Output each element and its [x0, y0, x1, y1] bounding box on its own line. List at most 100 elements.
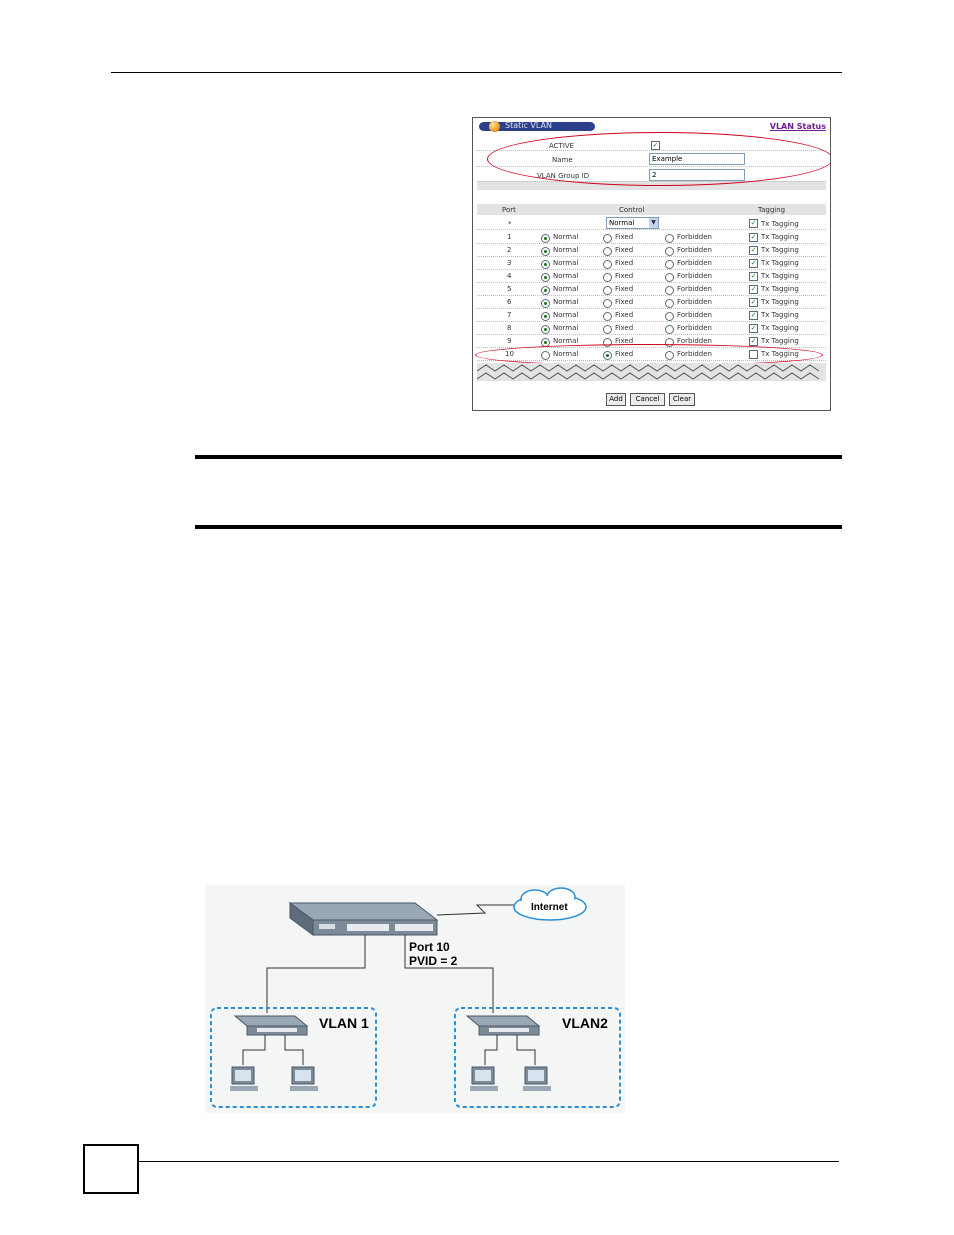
normal-radio[interactable]: [541, 260, 550, 269]
port-cell: 9: [507, 337, 512, 345]
fixed-radio[interactable]: [603, 260, 612, 269]
vlan-status-link[interactable]: VLAN Status: [769, 122, 826, 131]
vlan1-label: VLAN 1: [319, 1015, 369, 1031]
normal-label: Normal: [553, 298, 579, 306]
fixed-radio[interactable]: [603, 273, 612, 282]
fixed-radio[interactable]: [603, 325, 612, 334]
forbidden-radio[interactable]: [665, 286, 674, 295]
forbidden-label: Forbidden: [677, 233, 712, 241]
panel-title-bar: Static VLAN: [479, 121, 595, 132]
tagging-label: Tx Tagging: [761, 233, 799, 241]
table-row: [477, 322, 826, 335]
tagging-checkbox[interactable]: ✓: [749, 233, 758, 242]
normal-radio[interactable]: [541, 273, 550, 282]
forbidden-radio[interactable]: [665, 325, 674, 334]
tagging-label: Tx Tagging: [761, 337, 799, 345]
note-bottom-rule: [195, 525, 842, 529]
tagging-checkbox[interactable]: ✓: [749, 298, 758, 307]
pc-icon: [230, 1066, 258, 1091]
forbidden-radio[interactable]: [665, 312, 674, 321]
forbidden-radio[interactable]: [665, 260, 674, 269]
fixed-label: Fixed: [615, 233, 634, 241]
highlight-form-ellipse: [487, 132, 830, 186]
pc-icon: [523, 1066, 551, 1091]
fixed-radio[interactable]: [603, 312, 612, 321]
port-cell: 4: [507, 272, 512, 280]
tagging-checkbox[interactable]: ✓: [749, 246, 758, 255]
table-row: [477, 244, 826, 257]
tagging-label: Tx Tagging: [761, 298, 799, 306]
tagging-label: Tx Tagging: [761, 285, 799, 293]
chevron-down-icon: ▼: [649, 218, 658, 228]
forbidden-radio[interactable]: [665, 234, 674, 243]
vlan2-switch-icon: [465, 1015, 541, 1036]
fixed-radio[interactable]: [603, 299, 612, 308]
forbidden-label: Forbidden: [677, 324, 712, 332]
fixed-radio[interactable]: [603, 234, 612, 243]
forbidden-label: Forbidden: [677, 337, 712, 345]
fixed-label: Fixed: [615, 259, 634, 267]
tagging-checkbox[interactable]: ✓: [749, 272, 758, 281]
cloud-icon: [513, 887, 587, 921]
torn-edge: [477, 363, 826, 381]
fixed-radio[interactable]: [603, 247, 612, 256]
all-tagging-checkbox[interactable]: ✓: [749, 219, 758, 228]
normal-radio[interactable]: [541, 286, 550, 295]
tagging-checkbox[interactable]: ✓: [749, 285, 758, 294]
pc-icon: [470, 1066, 498, 1091]
normal-radio[interactable]: [541, 312, 550, 321]
orb-icon: [489, 121, 500, 132]
cancel-button[interactable]: Cancel: [630, 393, 665, 406]
all-control-select[interactable]: Normal ▼: [606, 217, 659, 229]
clear-button[interactable]: Clear: [669, 393, 695, 406]
page-number-box: [83, 1144, 139, 1194]
table-row-all: [477, 217, 826, 230]
all-control-value: Normal: [609, 219, 635, 227]
port-cell: 7: [507, 311, 512, 319]
tagging-checkbox[interactable]: ✓: [749, 259, 758, 268]
forbidden-radio[interactable]: [665, 299, 674, 308]
forbidden-label: Forbidden: [677, 272, 712, 280]
normal-radio[interactable]: [541, 234, 550, 243]
table-row: [477, 309, 826, 322]
fixed-label: Fixed: [615, 272, 634, 280]
normal-label: Normal: [553, 259, 579, 267]
port-cell: 6: [507, 298, 512, 306]
footer-rule: [139, 1161, 839, 1162]
pvid-label: PVID = 2: [409, 954, 458, 968]
fixed-label: Fixed: [615, 311, 634, 319]
tagging-label: Tx Tagging: [761, 324, 799, 332]
table-header-band: [477, 204, 826, 215]
network-diagram: Internet Port 10 PVID = 2 VLAN 1 VLAN2: [205, 885, 625, 1113]
tagging-label: Tx Tagging: [761, 259, 799, 267]
internet-label: Internet: [531, 902, 568, 913]
normal-radio[interactable]: [541, 247, 550, 256]
tagging-checkbox[interactable]: ✓: [749, 324, 758, 333]
add-button[interactable]: Add: [606, 393, 626, 406]
normal-radio[interactable]: [541, 299, 550, 308]
fixed-label: Fixed: [615, 246, 634, 254]
forbidden-radio[interactable]: [665, 247, 674, 256]
fixed-label: Fixed: [615, 298, 634, 306]
fixed-label: Fixed: [615, 324, 634, 332]
table-row: [477, 296, 826, 309]
tagging-checkbox[interactable]: ✓: [749, 311, 758, 320]
col-tagging-header: Tagging: [758, 206, 786, 214]
normal-label: Normal: [553, 324, 579, 332]
header-rule: [111, 72, 842, 73]
fixed-radio[interactable]: [603, 286, 612, 295]
port-cell: 2: [507, 246, 512, 254]
forbidden-radio[interactable]: [665, 273, 674, 282]
tagging-label: Tx Tagging: [761, 311, 799, 319]
forbidden-label: Forbidden: [677, 285, 712, 293]
main-switch-icon: [288, 902, 439, 936]
col-control-header: Control: [619, 206, 645, 214]
diagram-svg: [205, 885, 625, 1113]
tagging-checkbox[interactable]: ✓: [749, 337, 758, 346]
port-label: Port 10: [409, 940, 450, 954]
normal-label: Normal: [553, 246, 579, 254]
normal-label: Normal: [553, 285, 579, 293]
normal-radio[interactable]: [541, 325, 550, 334]
port-cell: 5: [507, 285, 512, 293]
forbidden-label: Forbidden: [677, 311, 712, 319]
